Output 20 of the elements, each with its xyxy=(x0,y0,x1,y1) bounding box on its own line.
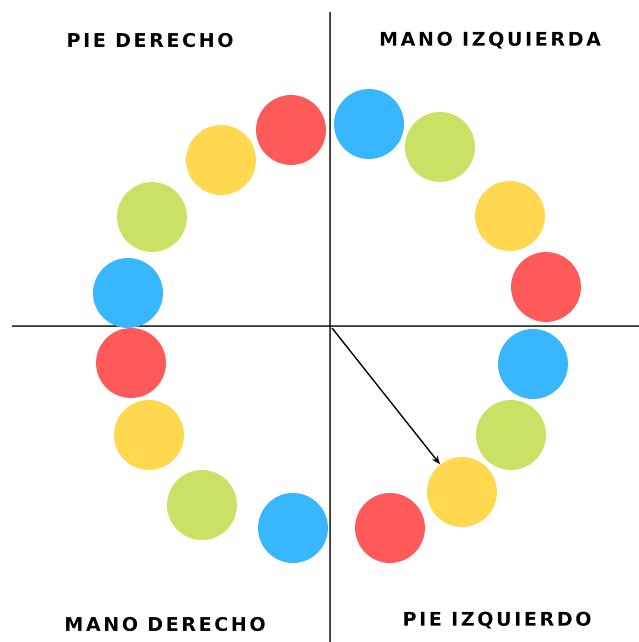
spinner-circle xyxy=(475,181,545,251)
quadrant-label: MANO DERECHO xyxy=(66,616,265,632)
spinner-circle xyxy=(427,457,497,527)
spinner-circle xyxy=(167,470,237,540)
spinner-circle xyxy=(256,95,326,165)
spinner-circle xyxy=(117,182,187,252)
spinner-circle xyxy=(355,493,425,563)
quadrant-label: PIE IZQUIERDO xyxy=(404,612,590,628)
spinner-circle xyxy=(258,493,328,563)
spinner-circle xyxy=(186,125,256,195)
quadrant-label: MANO IZQUIERDA xyxy=(380,32,601,48)
spinner-circle xyxy=(511,252,581,322)
spinner-circle xyxy=(405,112,475,182)
spinner-circle xyxy=(114,400,184,470)
quadrant-label: PIE DERECHO xyxy=(68,32,232,48)
spinner-circle xyxy=(498,329,568,399)
spinner-circle xyxy=(476,400,546,470)
spinner-circle xyxy=(93,258,163,328)
spinner-circle xyxy=(334,89,404,159)
spinner-circle xyxy=(96,328,166,398)
